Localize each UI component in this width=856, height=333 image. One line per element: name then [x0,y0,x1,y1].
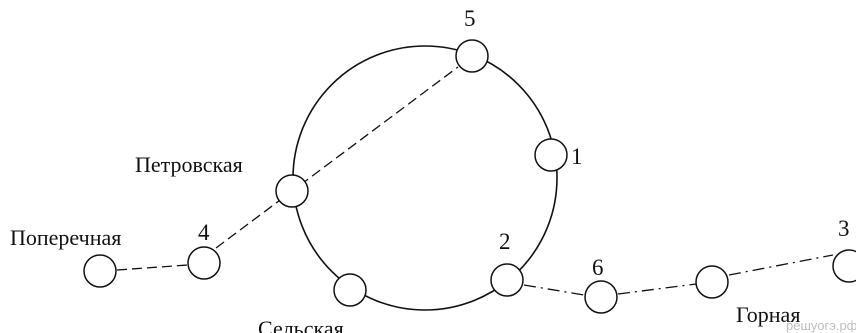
station-6-node [584,280,618,314]
station-petrovskaya-node [275,174,309,208]
dashed-line-4-5 [215,66,459,249]
station-5-node [455,39,489,73]
label-petrovskaya: Петровская [135,152,243,177]
dashed-line-poperechnaya-4 [116,264,189,271]
label-number-4: 4 [198,220,210,245]
label-number-1: 1 [571,144,583,169]
station-nodes [83,39,856,314]
label-number-3: 3 [838,216,850,241]
station-selskaya-node [333,273,367,307]
station-3-node [832,249,856,283]
station-1-node [534,138,568,172]
label-number-2: 2 [499,229,511,254]
dashdot-line-2-6 [523,284,585,296]
label-poperechnaya: Поперечная [10,225,121,250]
label-selskaya: Сельская [258,316,344,333]
station-poperechnaya-node [83,254,117,288]
label-number-6: 6 [592,255,604,280]
watermark-text: решуогэ.рф [786,318,856,333]
station-4-node [187,246,221,280]
label-gornaya: Горная [736,302,800,327]
dashdot-line-6-gornaya [617,283,697,295]
label-number-5: 5 [464,6,476,31]
station-2-node [490,263,524,297]
dashdot-line-gornaya-3 [728,254,834,276]
station-gornaya-node [695,265,729,299]
